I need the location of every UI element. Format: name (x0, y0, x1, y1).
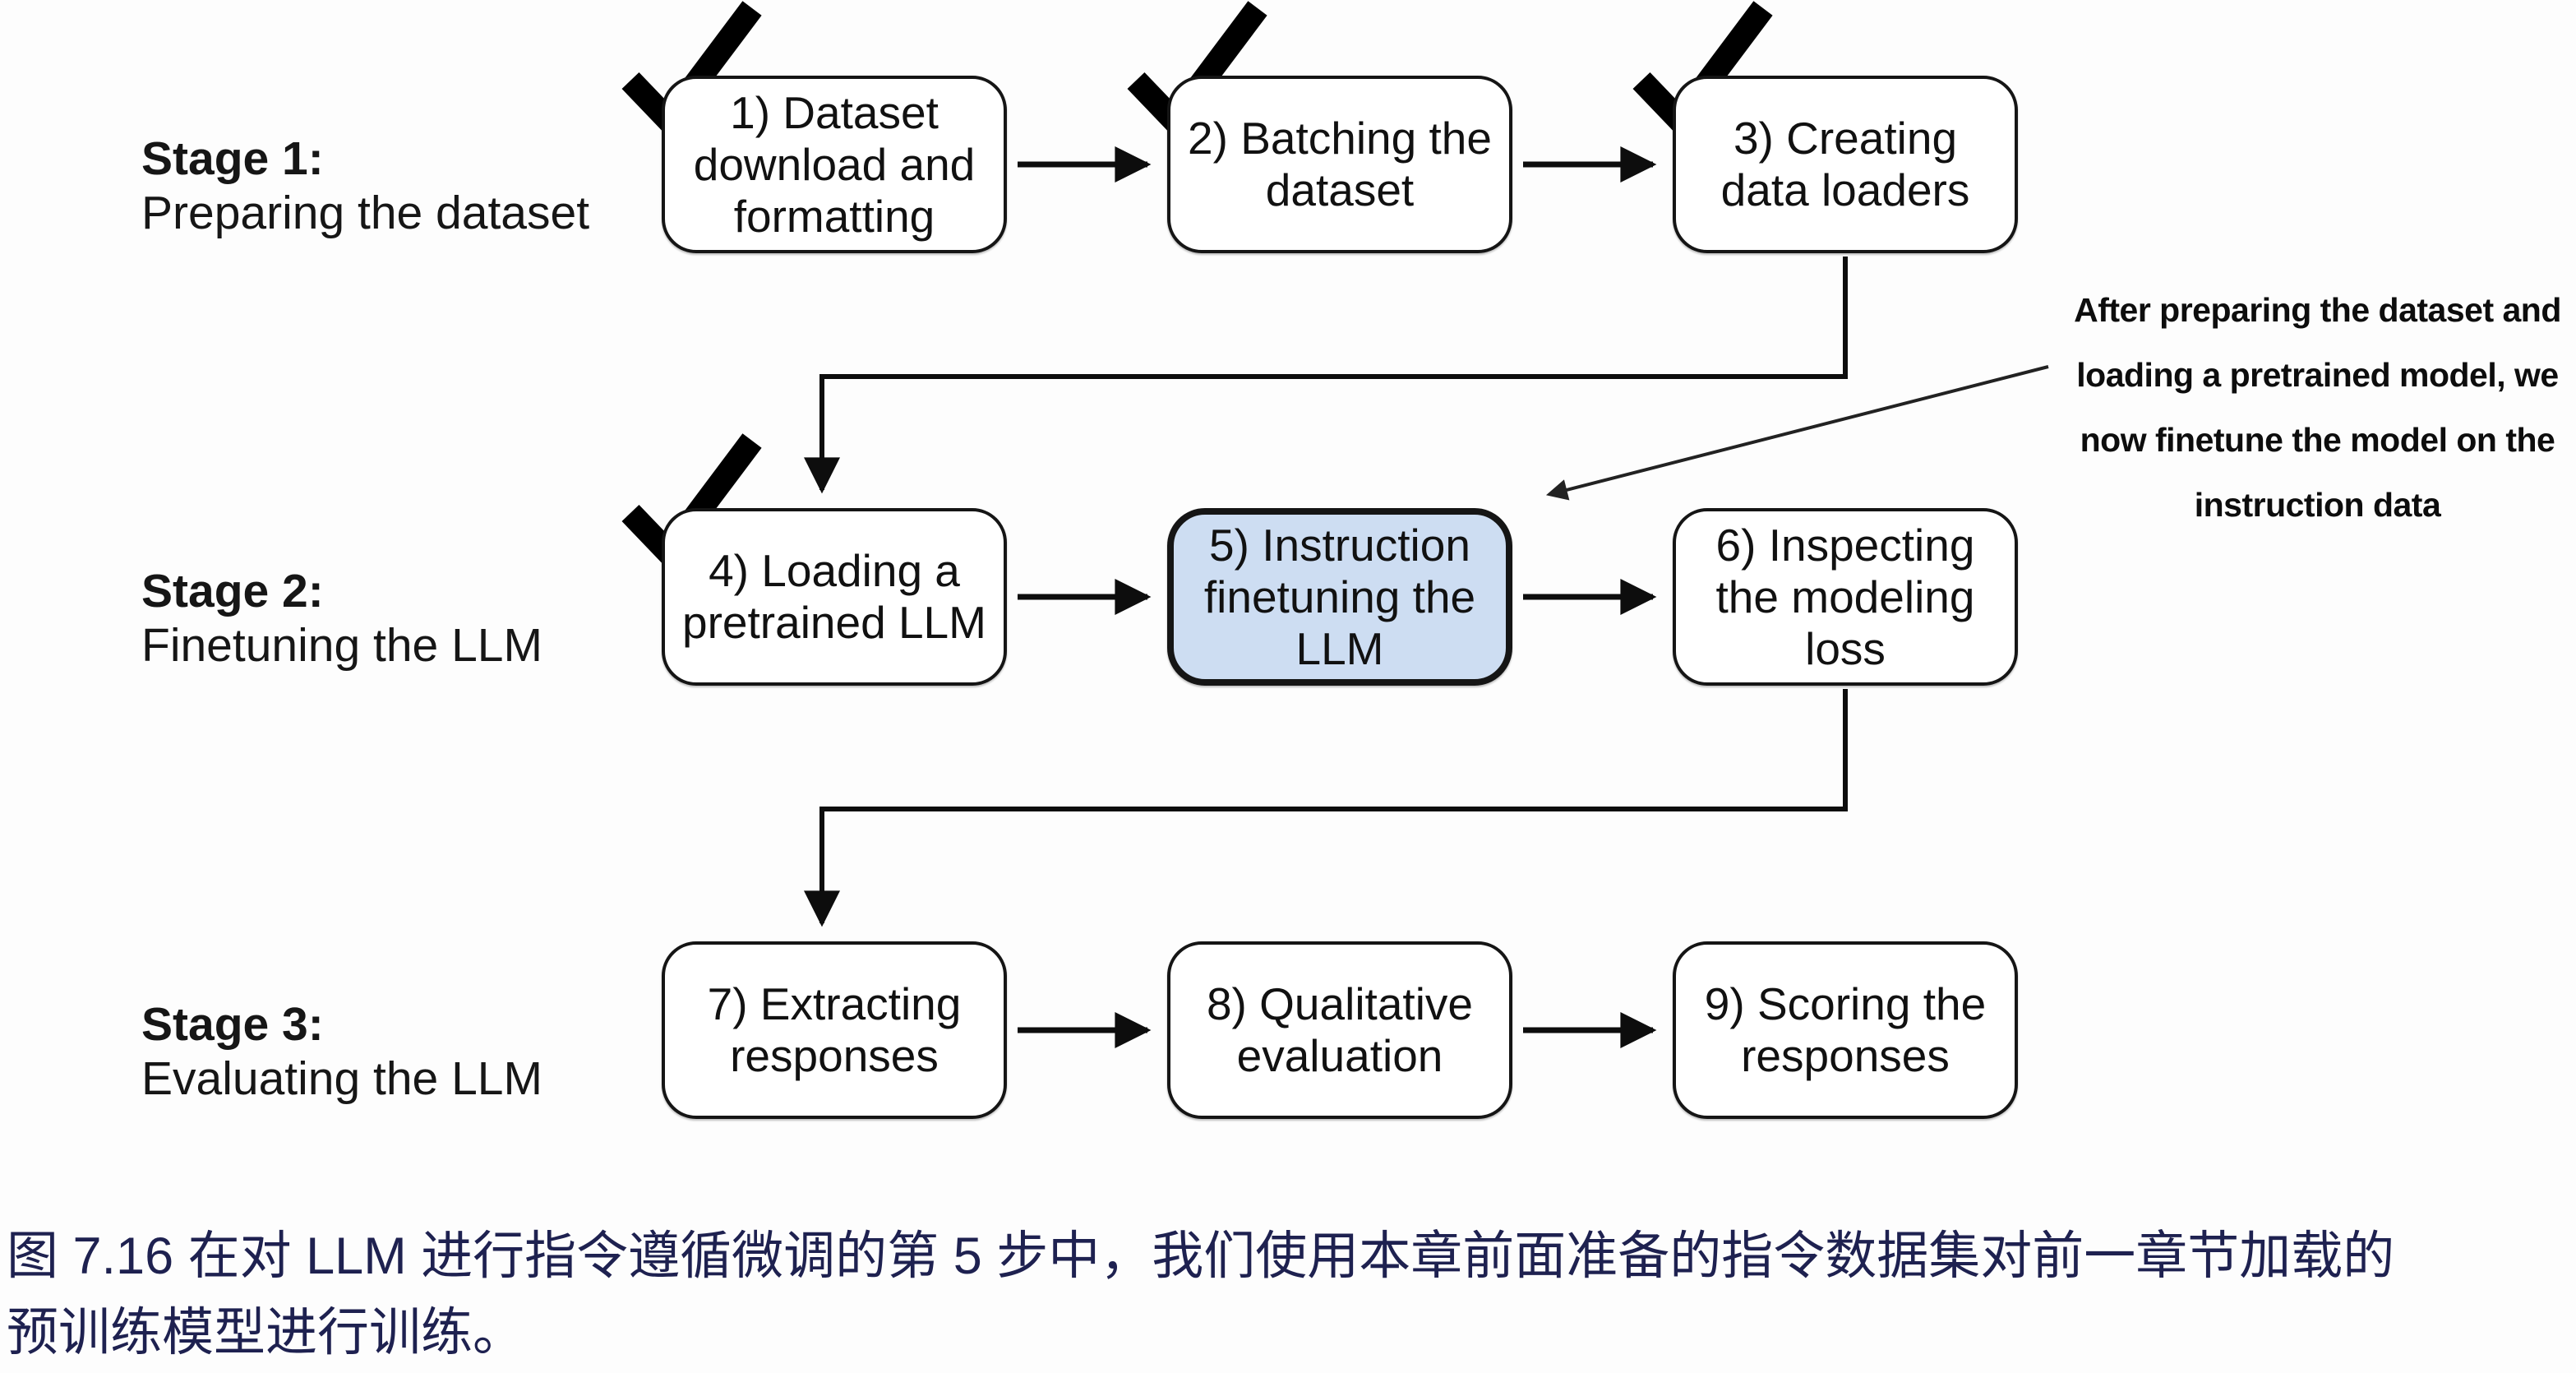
elbow-box6-to-box7 (804, 689, 1848, 927)
annotation-line: now finetune the model on the (2080, 421, 2555, 459)
step-box-4-loading-pretrained-llm: 4) Loading a pretrained LLM (662, 508, 1007, 686)
stage-1-subtitle: Preparing the dataset (141, 187, 590, 239)
step-box-5-instruction-finetuning-highlighted: 5) Instruction finetuning the LLM (1167, 508, 1512, 686)
stage-3-title: Stage 3: (141, 998, 324, 1051)
step-box-text-line: responses (730, 1030, 939, 1081)
annotation-line: After preparing the dataset and (2074, 291, 2561, 329)
annotation-line: instruction data (2194, 486, 2441, 524)
step-box-1-dataset-download: 1) Dataset download and formatting (662, 76, 1007, 253)
stage-3-subtitle: Evaluating the LLM (141, 1052, 542, 1105)
stage-1-label: Stage 1: Preparing the dataset (141, 132, 589, 240)
step-box-text-line: 6) Inspecting (1715, 519, 1975, 571)
step-box-3-creating-data-loaders: 3) Creating data loaders (1673, 76, 2018, 253)
step-box-text-line: 5) Instruction (1209, 519, 1470, 571)
step-box-text-line: 7) Extracting (707, 978, 962, 1029)
step-box-9-scoring-responses: 9) Scoring the responses (1673, 941, 2018, 1119)
step-box-text-line: responses (1741, 1030, 1950, 1081)
step-box-text-line: 4) Loading a (709, 545, 960, 596)
step-box-7-extracting-responses: 7) Extracting responses (662, 941, 1007, 1119)
elbow-box3-to-box4 (804, 257, 1848, 494)
step-box-text-line: 3) Creating (1733, 113, 1958, 164)
annotation-pointer-arrow (1545, 365, 2049, 501)
step-box-text-line: the modeling (1715, 571, 1975, 622)
step-box-text-line: 9) Scoring the (1704, 978, 1987, 1029)
step-box-text-line: finetuning the (1203, 571, 1476, 622)
step-box-6-inspecting-modeling-loss: 6) Inspecting the modeling loss (1673, 508, 2018, 686)
step-box-text-line: 1) Dataset (730, 86, 939, 138)
caption-line-2: 预训练模型进行训练。 (7, 1304, 524, 1361)
step-box-text-line: 2) Batching the (1188, 113, 1492, 164)
stage-3-label: Stage 3: Evaluating the LLM (141, 997, 542, 1106)
step-box-text-line: 8) Qualitative (1206, 978, 1474, 1029)
step-box-text-line: download and (693, 138, 976, 190)
stage-2-label: Stage 2: Finetuning the LLM (141, 564, 542, 673)
step-box-8-qualitative-evaluation: 8) Qualitative evaluation (1167, 941, 1512, 1119)
step-box-text-line: pretrained LLM (682, 597, 986, 648)
step-box-text-line: formatting (733, 190, 935, 242)
step-box-text-line: loss (1805, 622, 1886, 674)
step-box-text-line: dataset (1265, 164, 1415, 215)
step-box-text-line: data loaders (1720, 164, 1970, 215)
step-box-text-line: evaluation (1236, 1030, 1443, 1081)
stage-1-title: Stage 1: (141, 132, 324, 185)
caption-line-1: 图 7.16 在对 LLM 进行指令遵循微调的第 5 步中，我们使用本章前面准备… (7, 1227, 2395, 1285)
figure-caption: 图 7.16 在对 LLM 进行指令遵循微调的第 5 步中，我们使用本章前面准备… (7, 1218, 2571, 1371)
annotation-line: loading a pretrained model, we (2076, 356, 2559, 394)
stage-2-title: Stage 2: (141, 565, 324, 617)
step-box-2-batching-dataset: 2) Batching the dataset (1167, 76, 1512, 253)
stage-2-subtitle: Finetuning the LLM (141, 619, 542, 672)
step-box-text-line: LLM (1295, 622, 1384, 674)
annotation-note: After preparing the dataset and loading … (2059, 278, 2576, 538)
